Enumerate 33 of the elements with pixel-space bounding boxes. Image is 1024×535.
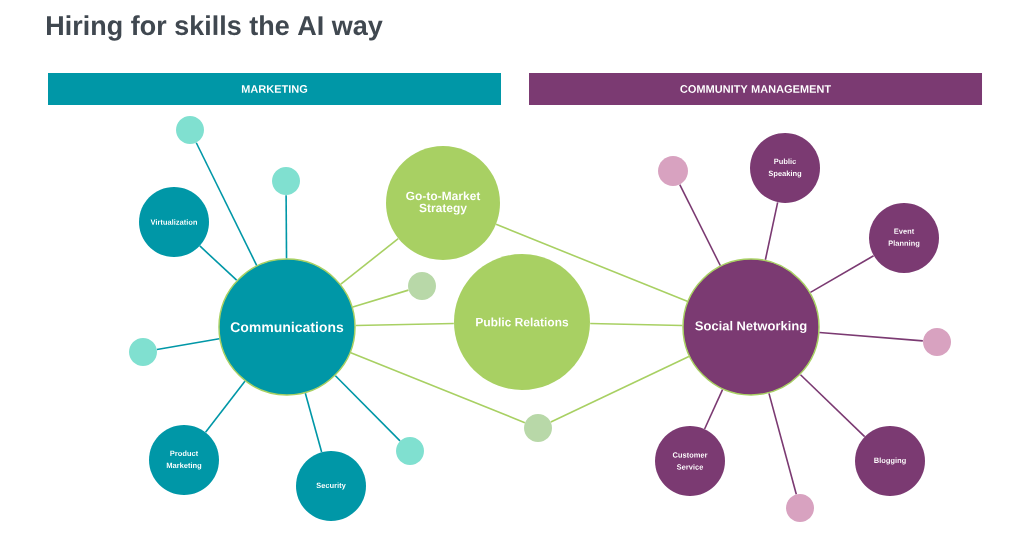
connector-line bbox=[495, 223, 689, 303]
connector-line bbox=[285, 194, 288, 260]
empty-circle bbox=[272, 167, 300, 195]
empty-circle bbox=[923, 328, 951, 356]
connector-line bbox=[195, 141, 258, 267]
empty-circle bbox=[786, 494, 814, 522]
connector-line bbox=[703, 388, 724, 430]
empty-circle bbox=[129, 338, 157, 366]
connector-line bbox=[204, 380, 246, 433]
empty-circle bbox=[396, 437, 424, 465]
connector-line bbox=[818, 331, 924, 342]
empty-circle bbox=[658, 156, 688, 186]
empty-circle bbox=[524, 414, 552, 442]
connector-line bbox=[589, 322, 684, 327]
section-banner: COMMUNITY MANAGEMENT bbox=[529, 73, 982, 105]
section-banner: MARKETING bbox=[48, 73, 501, 105]
connector-line bbox=[349, 351, 526, 424]
connector-line bbox=[768, 392, 798, 496]
title: Hiring for skills the AI way bbox=[47, 15, 383, 41]
connector-line bbox=[550, 355, 690, 423]
connector-line bbox=[679, 183, 722, 267]
empty-circle bbox=[408, 272, 436, 300]
connector-line bbox=[354, 322, 455, 327]
connector-line bbox=[351, 289, 410, 308]
connector-line bbox=[809, 254, 875, 294]
connector-line bbox=[334, 375, 401, 442]
connector-line bbox=[764, 201, 779, 261]
connector-line bbox=[199, 245, 238, 281]
connector-line bbox=[799, 373, 866, 438]
connector-line bbox=[340, 237, 400, 286]
connector-line bbox=[156, 337, 221, 351]
connector-line bbox=[304, 392, 323, 453]
empty-circle bbox=[176, 116, 204, 144]
